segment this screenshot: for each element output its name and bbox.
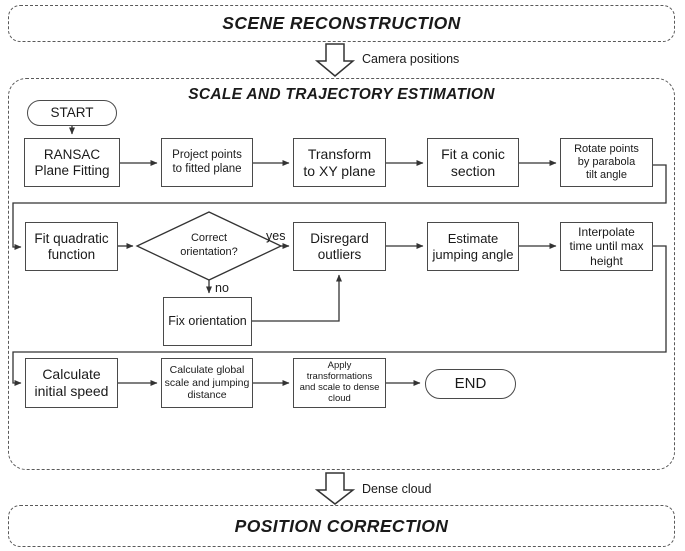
position-correction-banner: POSITION CORRECTION bbox=[8, 505, 675, 547]
node-fix-orientation: Fix orientation bbox=[163, 297, 252, 346]
node-fit-quadratic: Fit quadratic function bbox=[25, 222, 118, 271]
decision-correct-orientation-label: Correct orientation? bbox=[180, 232, 238, 258]
node-rotate-points: Rotate points by parabola tilt angle bbox=[560, 138, 653, 187]
decision-yes-label: yes bbox=[266, 229, 286, 243]
node-fit-conic-section: Fit a conic section bbox=[427, 138, 519, 187]
edge-rotate-to-quadratic bbox=[12, 164, 667, 250]
edge-fix-to-disregard bbox=[252, 274, 342, 322]
node-disregard-outliers: Disregard outliers bbox=[293, 222, 386, 271]
node-project-points: Project points to fitted plane bbox=[161, 138, 253, 187]
scale-trajectory-title: SCALE AND TRAJECTORY ESTIMATION bbox=[188, 86, 495, 103]
dense-cloud-arrow-icon bbox=[314, 472, 356, 505]
decision-diamond bbox=[135, 211, 283, 281]
node-ransac-plane-fitting: RANSAC Plane Fitting bbox=[24, 138, 120, 187]
position-correction-title: POSITION CORRECTION bbox=[234, 515, 449, 536]
node-interpolate-time: Interpolate time until max height bbox=[560, 222, 653, 271]
node-estimate-jumping-angle: Estimate jumping angle bbox=[427, 222, 519, 271]
start-terminal: START bbox=[27, 100, 117, 126]
scene-reconstruction-title: SCENE RECONSTRUCTION bbox=[222, 13, 461, 33]
dense-cloud-label: Dense cloud bbox=[362, 482, 432, 496]
camera-positions-label: Camera positions bbox=[362, 52, 460, 66]
decision-no-label: no bbox=[215, 281, 229, 295]
edge-interpolate-to-speed bbox=[12, 245, 667, 386]
node-calculate-initial-speed: Calculate initial speed bbox=[25, 358, 118, 408]
camera-positions-arrow-icon bbox=[314, 43, 356, 77]
node-calculate-global-scale: Calculate global scale and jumping dista… bbox=[161, 358, 253, 408]
scene-reconstruction-banner: SCENE RECONSTRUCTION bbox=[8, 5, 675, 42]
node-apply-transformations: Apply transformations and scale to dense… bbox=[293, 358, 386, 408]
node-transform-xy-plane: Transform to XY plane bbox=[293, 138, 386, 187]
end-terminal: END bbox=[425, 369, 516, 399]
